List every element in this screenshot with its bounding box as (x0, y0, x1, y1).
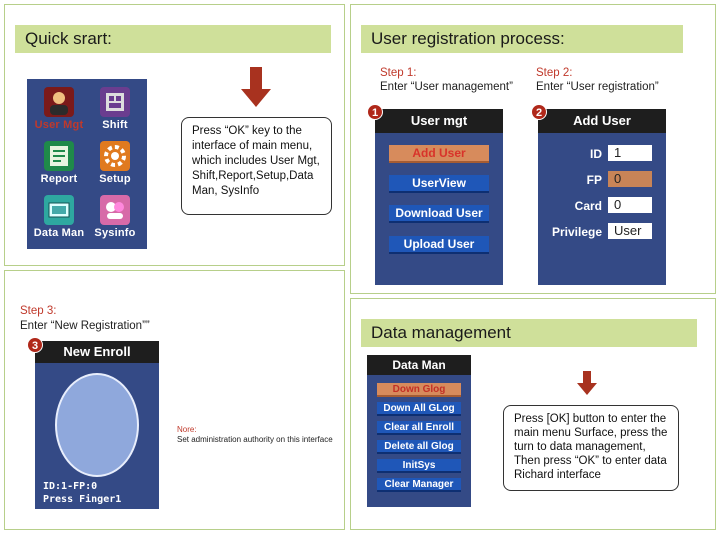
step2-badge: 2 (531, 104, 547, 120)
down-all-glog-button[interactable]: Down All GLog (377, 402, 461, 416)
step1-badge: 1 (367, 104, 383, 120)
user-registration-header: User registration process: (361, 25, 683, 53)
clear-manager-button[interactable]: Clear Manager (377, 478, 461, 492)
user-icon (44, 87, 74, 117)
id-field[interactable]: 1 (608, 145, 652, 161)
quick-start-header: Quick srart: (15, 25, 331, 53)
fp-field[interactable]: 0 (608, 171, 652, 187)
quick-start-panel: Quick srart: User Mgt Shift Report Setup (4, 4, 345, 266)
menu-item-data-man[interactable]: Data Man (31, 195, 87, 239)
upload-user-button[interactable]: Upload User (389, 236, 489, 254)
down-arrow-icon (241, 67, 271, 109)
menu-item-sysinfo[interactable]: Sysinfo (87, 195, 143, 239)
enroll-press-finger: Press Finger1 (43, 494, 122, 505)
add-user-title: Add User (538, 109, 666, 133)
userview-button[interactable]: UserView (389, 175, 489, 193)
data-man-screen: Data Man Down Glog Down All GLog Clear a… (367, 355, 471, 507)
add-user-screen: Add User ID 1 FP 0 Card 0 Privilege User (538, 109, 666, 285)
step1-title: Step 1: (380, 67, 417, 79)
data-management-header: Data management (361, 319, 697, 347)
menu-item-user-mgt[interactable]: User Mgt (31, 87, 87, 131)
note-body: Set administration authority on this int… (177, 435, 333, 444)
new-enroll-screen: New Enroll ID:1-FP:0 Press Finger1 (35, 341, 159, 509)
clear-all-enroll-button[interactable]: Clear all Enroll (377, 421, 461, 435)
step3-badge: 3 (27, 337, 43, 353)
new-enroll-title: New Enroll (35, 341, 159, 363)
add-user-button[interactable]: Add User (389, 145, 489, 163)
gear-icon (100, 141, 130, 171)
enroll-id-line: ID:1-FP:0 (43, 481, 98, 492)
step2-title: Step 2: (536, 67, 573, 79)
step3-panel: Step 3: Enter “New Registration”” New En… (4, 270, 345, 530)
card-label: Card (574, 199, 602, 213)
user-mgt-screen: User mgt Add User UserView Download User… (375, 109, 503, 285)
download-user-button[interactable]: Download User (389, 205, 489, 223)
report-icon (44, 141, 74, 171)
step1-subtitle: Enter “User management” (380, 81, 513, 93)
privilege-label: Privilege (551, 225, 602, 239)
main-menu-screen: User Mgt Shift Report Setup Data Man (27, 79, 147, 249)
privilege-field[interactable]: User (608, 223, 652, 239)
initsys-button[interactable]: InitSys (377, 459, 461, 473)
down-arrow-icon (577, 371, 597, 397)
step3-subtitle: Enter “New Registration”” (20, 320, 150, 332)
fp-label: FP (586, 173, 602, 187)
step3-title: Step 3: (20, 305, 57, 317)
down-glog-button[interactable]: Down Glog (377, 383, 461, 397)
data-management-panel: Data management Data Man Down Glog Down … (350, 298, 716, 530)
card-field[interactable]: 0 (608, 197, 652, 213)
data-management-callout: Press [OK] button to enter the main menu… (503, 405, 679, 491)
user-mgt-title: User mgt (375, 109, 503, 133)
data-man-icon (44, 195, 74, 225)
note-title: Nore: (177, 425, 197, 434)
delete-all-glog-button[interactable]: Delete all Glog (377, 440, 461, 454)
quick-start-callout: Press “OK” key to the interface of main … (181, 117, 332, 215)
menu-item-setup[interactable]: Setup (87, 141, 143, 185)
step2-subtitle: Enter “User registration” (536, 81, 659, 93)
sysinfo-icon (100, 195, 130, 225)
menu-item-report[interactable]: Report (31, 141, 87, 185)
shift-icon (100, 87, 130, 117)
fingerprint-oval (55, 373, 139, 477)
menu-item-shift[interactable]: Shift (87, 87, 143, 131)
user-registration-panel: User registration process: Step 1: Enter… (350, 4, 716, 294)
id-label: ID (590, 147, 602, 161)
data-man-title: Data Man (367, 355, 471, 375)
